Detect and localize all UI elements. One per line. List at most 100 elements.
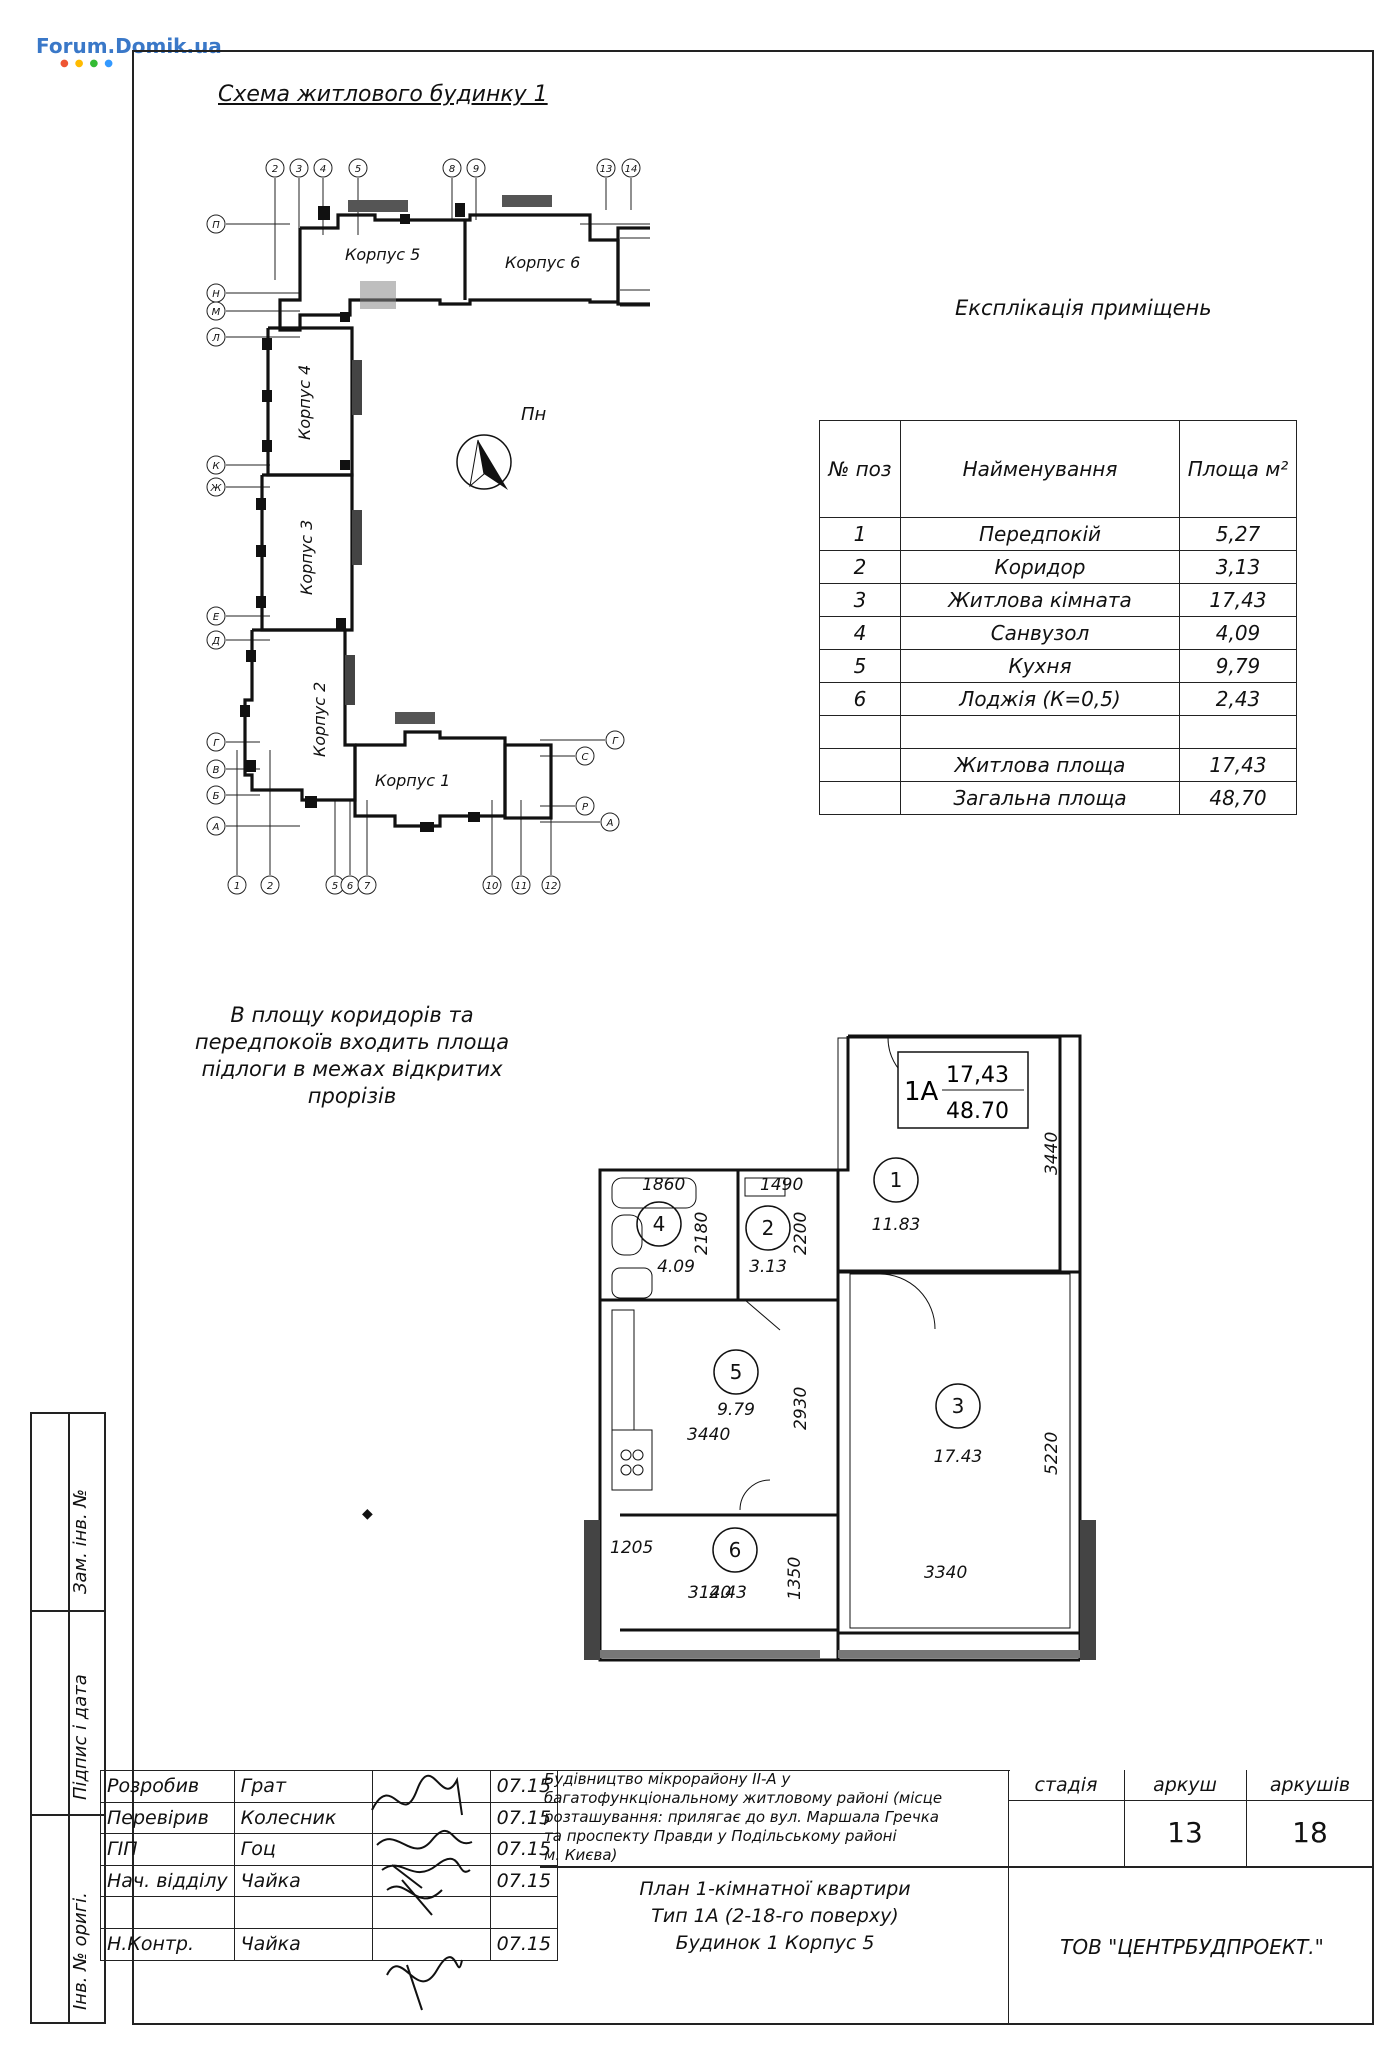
- axis-label: М: [212, 307, 221, 318]
- header-name: Найменування: [900, 420, 1180, 518]
- dim-label: 3440: [687, 1425, 730, 1445]
- table-row: [100, 1896, 559, 1929]
- row-num: 4: [819, 616, 901, 650]
- signatures-image: [371, 1774, 473, 2011]
- axis-label: 14: [625, 164, 638, 175]
- row-num: 1: [819, 517, 901, 551]
- dim-label: 1350: [785, 1557, 805, 1600]
- axis-label: Е: [213, 612, 220, 623]
- korpus-1-label: Корпус 1: [375, 771, 450, 790]
- row-name: Санвузол: [900, 616, 1180, 650]
- scheme-title: Схема житлового будинку 1: [218, 82, 548, 107]
- explication-title: Експлікація приміщень: [955, 296, 1212, 320]
- side-stamp: Зам. інв. № Підпис і дата Інв. № оригі.: [30, 1412, 106, 2024]
- dim-label: 2930: [791, 1387, 811, 1430]
- room-area: 17.43: [934, 1447, 983, 1467]
- room-area: 11.83: [872, 1215, 921, 1235]
- apt-living-area: 17,43: [946, 1063, 1009, 1088]
- row-area: 2,43: [1179, 682, 1297, 716]
- drawing-frame: [132, 50, 1374, 2025]
- row-name: Житлова кімната: [900, 583, 1180, 617]
- axis-label: 2: [272, 164, 278, 175]
- row-num: 2: [819, 550, 901, 584]
- apt-total-area: 48.70: [946, 1099, 1009, 1124]
- table-row-empty: [819, 715, 1297, 749]
- north-label: Пн: [521, 404, 547, 425]
- project-line: розташування: прилягає до вул. Маршала Г…: [544, 1808, 939, 1826]
- axis-label: 2: [267, 881, 273, 892]
- axis-label: С: [582, 752, 589, 763]
- north-arrow-icon: [456, 434, 512, 490]
- axis-label: 8: [449, 164, 455, 175]
- axis-label: Н: [212, 289, 220, 300]
- company-name: ТОВ "ЦЕНТРБУДПРОЕКТ.": [1008, 1867, 1375, 2025]
- stray-mark: ◆: [362, 1506, 373, 1522]
- row-name: Коридор: [900, 550, 1180, 584]
- dim-label: 5220: [1042, 1432, 1062, 1475]
- dim-label: 2200: [791, 1212, 811, 1255]
- room-area: 9.79: [717, 1400, 755, 1420]
- axis-label: 11: [515, 881, 528, 892]
- korpus-4-label: Корпус 4: [295, 365, 314, 440]
- axis-label: 4: [320, 164, 326, 175]
- korpus-5-label: Корпус 5: [345, 245, 420, 264]
- project-line: та проспекту Правди у Подільському район…: [544, 1827, 897, 1845]
- table-header-row: № поз Найменування Площа м²: [819, 420, 1297, 518]
- axis-label: Л: [211, 333, 220, 344]
- apartment-plan: 1А 17,43 48.70 1 2 3 4 5 6 11.83 3.13 17…: [584, 1034, 1096, 1662]
- sheet-title: План 1-кімнатної квартири Тип 1А (2-18-г…: [639, 1878, 911, 1954]
- dim-label: 1205: [610, 1538, 653, 1558]
- room-area: 2.43: [709, 1583, 747, 1603]
- row-area: 9,79: [1179, 649, 1297, 683]
- living-label: Житлова площа: [900, 748, 1180, 782]
- signature-cell: [371, 1927, 491, 1961]
- axis-label: 12: [545, 881, 558, 892]
- row-num: 5: [819, 649, 901, 683]
- row-name: Кухня: [900, 649, 1180, 683]
- axis-label: Г: [612, 736, 619, 747]
- row-area: 5,27: [1179, 517, 1297, 551]
- sheets-total: 18: [1292, 1816, 1328, 1849]
- axis-label: П: [212, 220, 220, 231]
- corridor-note: В площу коридорів та передпокоїв входить…: [194, 1003, 510, 1108]
- room-number: 2: [762, 1216, 775, 1240]
- axis-label: 13: [600, 164, 613, 175]
- axis-label: 10: [486, 881, 499, 892]
- project-line: Будівництво мікрорайону II-А у: [544, 1770, 791, 1788]
- side-stamp-label: Інв. № оригі.: [70, 1892, 91, 2010]
- total-value: 48,70: [1179, 781, 1297, 815]
- room-area: 3.13: [749, 1257, 787, 1277]
- sheet-label: аркуш: [1124, 1770, 1247, 1801]
- header-area: Площа м²: [1179, 420, 1297, 518]
- apt-type-label: 1А: [904, 1077, 939, 1107]
- korpus-3-label: Корпус 3: [297, 520, 316, 595]
- row-area: 17,43: [1179, 583, 1297, 617]
- axis-label: Р: [582, 802, 589, 813]
- dim-label: 1860: [642, 1175, 685, 1195]
- stage-value: [1008, 1800, 1125, 1866]
- side-stamp-label: Підпис і дата: [70, 1674, 91, 1800]
- axis-label: Д: [211, 636, 220, 647]
- side-stamp-label: Зам. інв. №: [70, 1488, 91, 1594]
- axis-label: Б: [213, 791, 220, 802]
- room-number: 3: [952, 1394, 965, 1418]
- axis-label: А: [212, 822, 220, 833]
- room-number: 4: [653, 1212, 666, 1236]
- row-area: 4,09: [1179, 616, 1297, 650]
- axis-label: 1: [234, 881, 240, 892]
- axis-label: Г: [213, 738, 220, 749]
- row-num: 3: [819, 583, 901, 617]
- project-line: багатофункціональному житловому районі (…: [544, 1789, 943, 1807]
